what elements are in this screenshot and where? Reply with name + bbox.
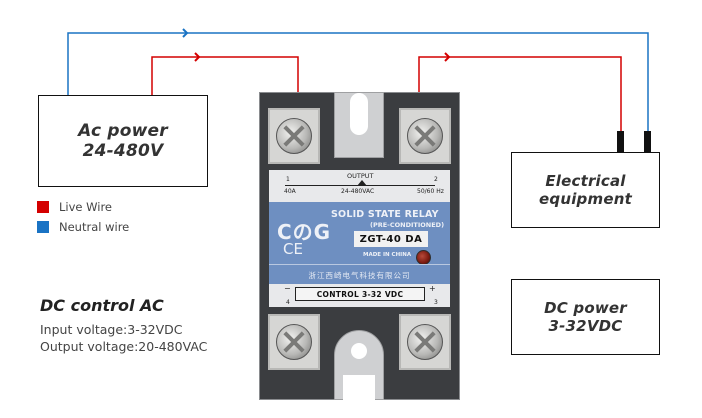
- legend-live-wire: Live Wire: [37, 200, 112, 214]
- current-rating: 40A: [284, 188, 296, 195]
- ac-power-box: Ac power 24-480V: [38, 95, 208, 187]
- terminal-1: [268, 108, 320, 164]
- relay-title: SOLID STATE RELAY: [331, 209, 439, 220]
- terminal-2: [399, 108, 451, 164]
- legend-label: Neutral wire: [59, 220, 130, 234]
- mounting-slot-bottom: [334, 330, 384, 401]
- ac-power-label: Ac power: [78, 121, 168, 141]
- live-wire-input: [151, 56, 299, 96]
- mounting-slot-top: [334, 92, 384, 158]
- screw-icon: [276, 324, 312, 360]
- terminal-2-number: 2: [434, 176, 438, 183]
- legend-neutral-wire: Neutral wire: [37, 220, 129, 234]
- neutral-wire: [67, 32, 649, 132]
- live-arrow-input: [194, 52, 201, 62]
- made-in-text: MADE IN CHINA: [363, 252, 412, 258]
- terminal-4-number: 4: [286, 299, 290, 306]
- model-number: ZGT-40 DA: [354, 231, 428, 247]
- voltage-rating: 24-480VAC: [341, 188, 375, 195]
- label-control-section: − + CONTROL 3-32 VDC 4 3: [269, 284, 450, 307]
- electrical-equipment-box: Electrical equipment: [511, 152, 660, 228]
- equipment-label-line1: Electrical: [545, 172, 626, 190]
- legend-label: Live Wire: [59, 200, 113, 214]
- terminal-3: [399, 314, 451, 370]
- screw-icon: [407, 324, 443, 360]
- input-voltage-text: Input voltage:3-32VDC: [40, 322, 183, 337]
- mounting-hole: [350, 93, 368, 135]
- control-voltage-label: CONTROL 3-32 VDC: [295, 287, 425, 301]
- live-arrow-output: [444, 52, 451, 62]
- screw-icon: [276, 118, 312, 154]
- output-label: OUTPUT: [347, 172, 374, 180]
- company-name: 浙江西崎电气科技有限公司: [308, 271, 411, 280]
- equipment-label-line2: equipment: [539, 190, 632, 208]
- mounting-hole: [351, 343, 367, 359]
- ac-power-voltage: 24-480V: [82, 141, 164, 161]
- plus-sign: +: [429, 284, 436, 293]
- live-wire-swatch: [37, 201, 49, 213]
- relay-label: OUTPUT 1 2 40A 24-480VAC 50/60 Hz CのG CE…: [269, 170, 450, 307]
- frequency-rating: 50/60 Hz: [417, 188, 444, 195]
- divider: [269, 264, 450, 265]
- live-wire-output: [418, 56, 622, 132]
- ce-mark: CE: [283, 240, 303, 258]
- dc-power-voltage: 3-32VDC: [548, 317, 623, 335]
- mounting-notch: [343, 375, 375, 401]
- dc-power-label: DC power: [544, 299, 627, 317]
- triangle-icon: [357, 180, 367, 186]
- label-main-section: CのG CE SOLID STATE RELAY (PRE-CONDITIONE…: [269, 202, 450, 284]
- relay-subtitle: (PRE-CONDITIONED): [370, 221, 445, 229]
- dc-power-box: DC power 3-32VDC: [511, 279, 660, 355]
- description-title: DC control AC: [40, 296, 164, 315]
- plug-prong-live: [617, 131, 624, 153]
- terminal-3-number: 3: [434, 299, 438, 306]
- minus-sign: −: [284, 284, 291, 293]
- brand-logo: CのG: [277, 220, 332, 244]
- output-voltage-text: Output voltage:20-480VAC: [40, 339, 208, 354]
- label-output-section: OUTPUT 1 2 40A 24-480VAC 50/60 Hz: [269, 170, 450, 202]
- terminal-1-number: 1: [286, 176, 290, 183]
- solid-state-relay: OUTPUT 1 2 40A 24-480VAC 50/60 Hz CのG CE…: [259, 90, 460, 405]
- screw-icon: [407, 118, 443, 154]
- plug-prong-neutral: [644, 131, 651, 153]
- indicator-led: [416, 250, 431, 265]
- neutral-wire-swatch: [37, 221, 49, 233]
- neutral-arrow: [182, 28, 189, 38]
- terminal-4: [268, 314, 320, 370]
